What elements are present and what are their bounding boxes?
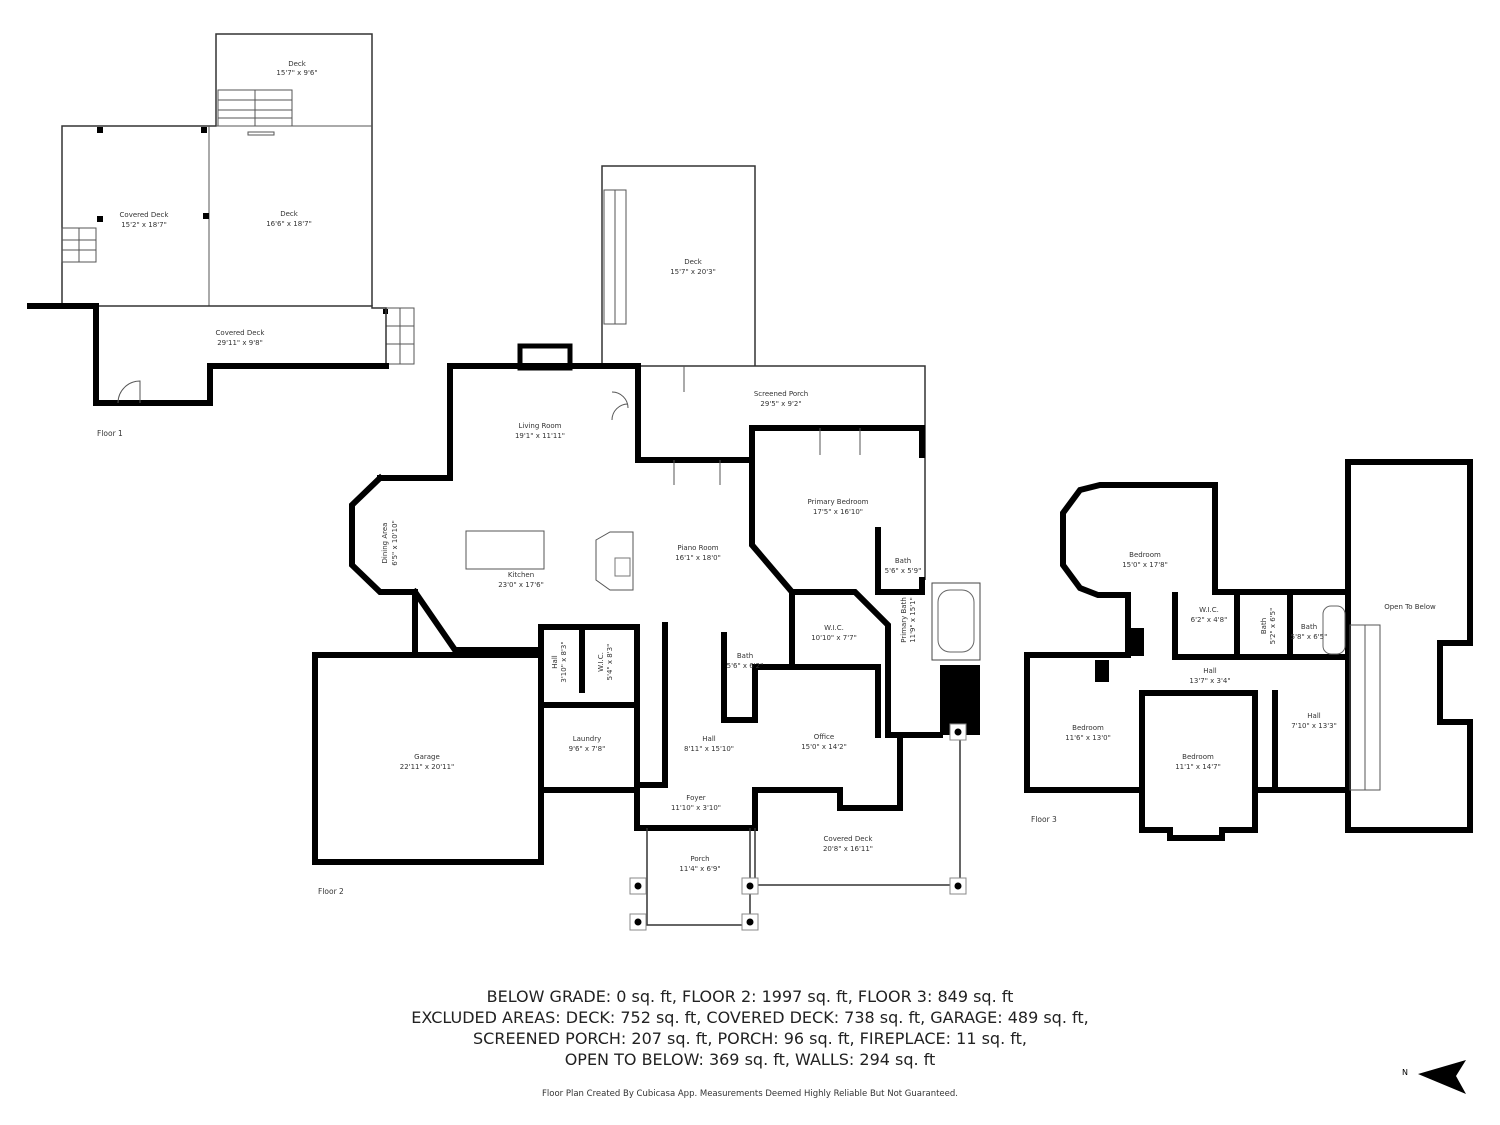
room-name: Hall: [1203, 667, 1216, 675]
room-dims: 11'10" x 3'10": [671, 804, 721, 812]
room-name: Covered Deck: [216, 329, 266, 337]
room-name: Foyer: [686, 794, 706, 802]
room-dims: 29'5" x 9'2": [760, 400, 801, 408]
room-dims: 15'0" x 17'8": [1122, 561, 1168, 569]
north-label: N: [1402, 1068, 1408, 1077]
room-name: W.I.C.: [597, 652, 605, 672]
floor-3: Bedroom 15'0" x 17'8" W.I.C. 6'2" x 4'8"…: [1024, 459, 1473, 841]
room-dims: 5'2" x 6'5": [1269, 608, 1277, 645]
room-name: Hall: [702, 735, 715, 743]
deck-outline: [61, 33, 373, 306]
room-name: Bath: [1260, 618, 1268, 634]
stairs: [603, 189, 627, 325]
room-dims: 15'0" x 14'2": [801, 743, 847, 751]
floor-1: Deck 15'7" x 9'6" Covered Deck 15'2" x 1…: [27, 33, 415, 438]
summary-line: SCREENED PORCH: 207 sq. ft, PORCH: 96 sq…: [473, 1029, 1027, 1048]
room-dims: 13'7" x 3'4": [1189, 677, 1230, 685]
garage-walls: [312, 652, 544, 865]
room-dims: 6'5" x 10'10": [391, 520, 399, 566]
room-dims: 11'1" x 14'7": [1175, 763, 1221, 771]
room-dims: 5'6" x 5'9": [885, 567, 922, 575]
room-name: Deck: [684, 258, 703, 266]
floor-2: Living Room 19'1" x 11'11" Screened Porc…: [312, 165, 981, 931]
room-dims: 8'11" x 15'10": [684, 745, 734, 753]
summary-line: BELOW GRADE: 0 sq. ft, FLOOR 2: 1997 sq.…: [486, 987, 1014, 1006]
room-name: Bath: [895, 557, 911, 565]
floor-label: Floor 1: [97, 429, 123, 438]
room-dims: 15'7" x 20'3": [670, 268, 716, 276]
stairs: [61, 89, 415, 365]
room-dims: 20'8" x 16'11": [823, 845, 873, 853]
room-name: Piano Room: [677, 544, 718, 552]
room-dims: 5'6" x 6'2": [727, 662, 764, 670]
room-name: Deck: [288, 60, 307, 68]
room-name: Garage: [414, 753, 440, 761]
room-name: Screened Porch: [754, 390, 808, 398]
door[interactable]: [117, 380, 141, 404]
room-dims: 3'10" x 8'3": [560, 641, 568, 682]
room-dims: 5'4" x 8'3": [606, 644, 614, 681]
room-dims: 23'0" x 17'6": [498, 581, 544, 589]
room-name: Dining Area: [381, 523, 389, 564]
room-name: Open To Below: [1384, 603, 1436, 611]
room-name: Covered Deck: [824, 835, 874, 843]
summary-line: OPEN TO BELOW: 369 sq. ft, WALLS: 294 sq…: [564, 1050, 936, 1069]
room-name: Primary Bedroom: [808, 498, 869, 506]
room-name: Porch: [690, 855, 709, 863]
kitchen-island: [465, 530, 545, 570]
room-dims: 19'1" x 11'11": [515, 432, 565, 440]
fireplace-hearth: [595, 531, 634, 591]
room-name: Covered Deck: [120, 211, 170, 219]
room-dims: 16'1" x 18'0": [675, 554, 721, 562]
room-name: Deck: [280, 210, 299, 218]
room-name: Laundry: [573, 735, 602, 743]
room-dims: 9'6" x 7'8": [569, 745, 606, 753]
room-dims: 15'7" x 9'6": [276, 69, 317, 77]
bathtub: [931, 582, 981, 661]
room-name: Bedroom: [1129, 551, 1161, 559]
floor-label: Floor 3: [1031, 815, 1057, 824]
room-dims: 11'6" x 13'0": [1065, 734, 1111, 742]
room-name: Bath: [737, 652, 753, 660]
room-name: Living Room: [519, 422, 562, 430]
room-name: Kitchen: [508, 571, 534, 579]
exterior-wall: [27, 303, 389, 406]
summary-line: EXCLUDED AREAS: DECK: 752 sq. ft, COVERE…: [411, 1008, 1089, 1027]
room-dims: 15'2" x 18'7": [121, 221, 167, 229]
room-name: Primary Bath: [900, 597, 908, 643]
room-name: Hall: [1307, 712, 1320, 720]
room-dims: 17'5" x 16'10": [813, 508, 863, 516]
room-name: W.I.C.: [824, 624, 844, 632]
area-summary: BELOW GRADE: 0 sq. ft, FLOOR 2: 1997 sq.…: [0, 986, 1500, 1070]
room-name: Bath: [1301, 623, 1317, 631]
disclaimer: Floor Plan Created By Cubicasa App. Meas…: [542, 1089, 958, 1099]
room-dims: 11'4" x 6'9": [679, 865, 720, 873]
room-dims: 5'8" x 6'5": [1291, 633, 1328, 641]
room-dims: 6'2" x 4'8": [1191, 616, 1228, 624]
room-name: Bedroom: [1182, 753, 1214, 761]
room-dims: 11'9" x 15'1": [909, 597, 917, 643]
room-dims: 10'10" x 7'7": [811, 634, 857, 642]
room-dims: 29'11" x 9'8": [217, 339, 263, 347]
porch-posts: [629, 723, 967, 931]
room-name: Office: [814, 733, 834, 741]
stairs: [1349, 624, 1381, 791]
room-name: W.I.C.: [1199, 606, 1219, 614]
room-name: Hall: [551, 655, 559, 668]
room-dims: 16'6" x 18'7": [266, 220, 312, 228]
room-name: Bedroom: [1072, 724, 1104, 732]
north-arrow-icon: N: [1402, 1060, 1466, 1094]
floor-label: Floor 2: [318, 887, 344, 896]
room-dims: 7'10" x 13'3": [1291, 722, 1337, 730]
room-dims: 22'11" x 20'11": [400, 763, 455, 771]
